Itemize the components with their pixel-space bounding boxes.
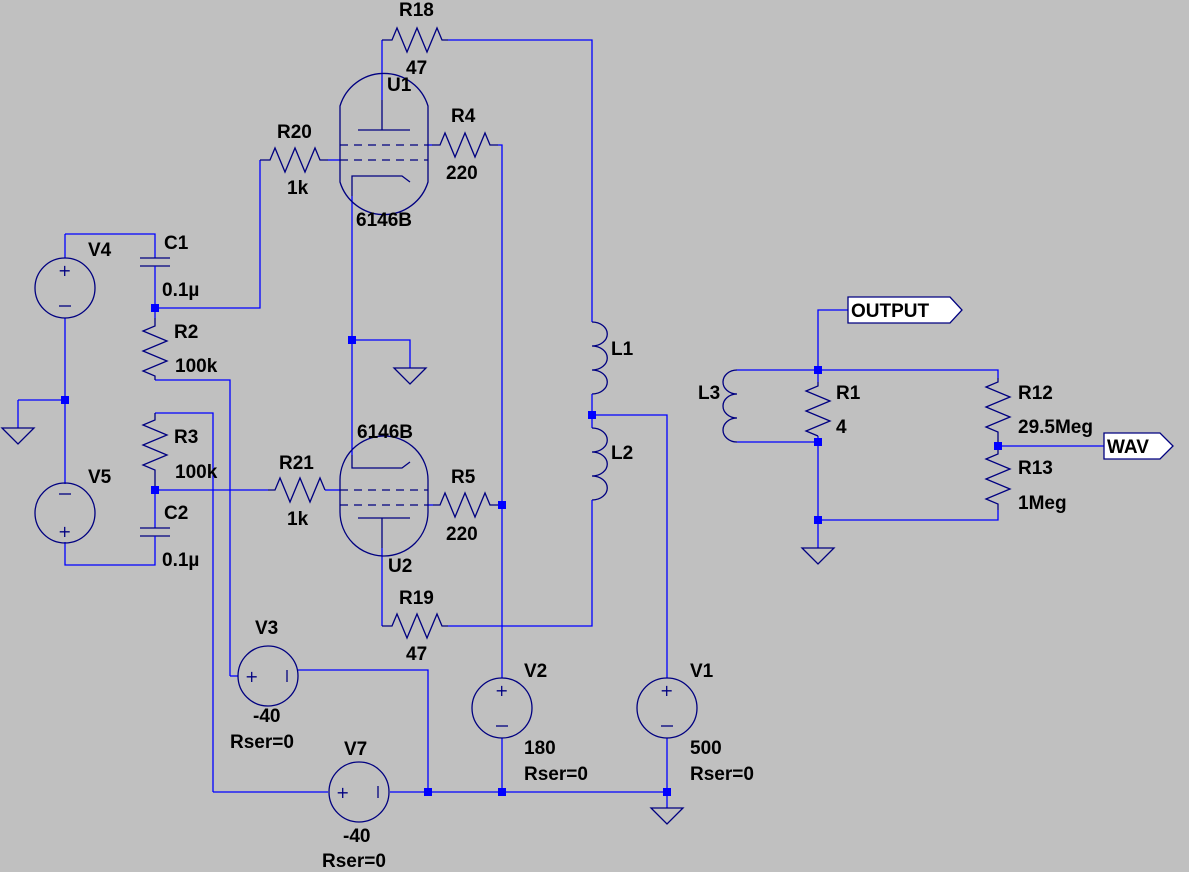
- v3-value: -40: [253, 706, 280, 727]
- output-label-text: OUTPUT: [851, 301, 930, 322]
- ground-icon: [800, 547, 836, 565]
- inductor-l3: [722, 369, 738, 443]
- voltage-source-v2: +: [471, 677, 533, 739]
- inductor-l2: [591, 427, 608, 502]
- r20-value: 1k: [287, 178, 309, 199]
- r19-name: R19: [399, 588, 434, 609]
- r2-name: R2: [174, 322, 198, 343]
- resistor-r4: [432, 131, 498, 159]
- r19-value: 47: [406, 644, 427, 665]
- u2-name: U2: [388, 556, 412, 577]
- r5-value: 220: [446, 524, 478, 545]
- ground-icon: [392, 367, 428, 385]
- resistor-r5: [433, 491, 502, 519]
- wav-label-text: WAV: [1107, 437, 1149, 458]
- r20-name: R20: [277, 122, 312, 143]
- resistor-r12: [984, 378, 1012, 446]
- wav-net-label: WAV: [1103, 432, 1174, 460]
- component-labels: R18 47 U1 R4 220 R20 1k 6146B C1 0.1µ V4…: [88, 0, 1093, 872]
- resistor-r18: [382, 26, 448, 54]
- output-net-label: OUTPUT: [847, 296, 963, 324]
- voltage-source-v3: +: [237, 645, 299, 707]
- r3-name: R3: [174, 427, 198, 448]
- voltage-source-v1: +: [636, 677, 698, 739]
- capacitor-c1: [140, 252, 170, 270]
- junction-nodes: [61, 304, 1002, 796]
- r13-name: R13: [1018, 458, 1053, 479]
- voltage-source-v5: +: [34, 482, 96, 544]
- r21-value: 1k: [287, 509, 309, 530]
- r21-name: R21: [279, 453, 314, 474]
- r3-value: 100k: [175, 462, 218, 483]
- l3-name: L3: [698, 383, 720, 404]
- svg-text:+: +: [58, 261, 71, 280]
- u1-name: U1: [387, 75, 412, 96]
- v1-rser: Rser=0: [690, 764, 754, 785]
- ground-icon: [649, 807, 685, 825]
- svg-text:+: +: [336, 783, 349, 802]
- u2-value: 6146B: [357, 422, 413, 443]
- inductor-l1: [591, 321, 608, 395]
- resistor-r13: [984, 446, 1012, 510]
- c2-value: 0.1µ: [162, 550, 199, 571]
- r4-value: 220: [446, 163, 478, 184]
- resistor-r3: [141, 413, 169, 490]
- r18-name: R18: [399, 0, 434, 21]
- v3-rser: Rser=0: [230, 732, 294, 753]
- r1-value: 4: [836, 417, 847, 438]
- r12-name: R12: [1018, 383, 1053, 404]
- resistor-r2: [141, 318, 169, 380]
- v7-name: V7: [344, 739, 367, 760]
- v3-name: V3: [255, 618, 278, 639]
- resistor-r19: [382, 612, 448, 640]
- v1-name: V1: [690, 661, 714, 682]
- wires: [17, 39, 1106, 808]
- c2-name: C2: [164, 503, 188, 524]
- r13-value: 1Meg: [1018, 493, 1067, 514]
- v2-value: 180: [524, 738, 556, 759]
- r2-value: 100k: [175, 356, 218, 377]
- v7-rser: Rser=0: [322, 851, 386, 872]
- svg-text:+: +: [58, 522, 71, 541]
- r1-name: R1: [836, 383, 861, 404]
- v7-value: -40: [343, 826, 370, 847]
- voltage-source-v7: +: [328, 761, 390, 823]
- c1-name: C1: [164, 233, 189, 254]
- r5-name: R5: [451, 467, 476, 488]
- resistor-r1: [804, 382, 832, 437]
- resistor-r21: [268, 476, 326, 504]
- c1-value: 0.1µ: [162, 280, 199, 301]
- l2-name: L2: [611, 443, 633, 464]
- r12-value: 29.5Meg: [1018, 417, 1093, 438]
- v1-value: 500: [690, 738, 722, 759]
- v2-rser: Rser=0: [524, 764, 588, 785]
- v4-name: V4: [88, 240, 112, 261]
- v5-name: V5: [88, 467, 112, 488]
- r4-name: R4: [451, 106, 476, 127]
- tube-u1: [339, 72, 429, 216]
- l1-name: L1: [611, 339, 634, 360]
- ground-icon: [0, 427, 36, 445]
- tube-u2: [339, 435, 429, 557]
- v2-name: V2: [524, 661, 547, 682]
- capacitor-c2: [140, 527, 170, 546]
- svg-text:+: +: [660, 681, 673, 700]
- svg-text:+: +: [495, 681, 508, 700]
- voltage-source-v4: +: [34, 257, 96, 319]
- r18-value: 47: [406, 58, 427, 79]
- svg-text:+: +: [245, 667, 258, 686]
- u1-value: 6146B: [356, 210, 412, 231]
- resistor-r20: [260, 146, 328, 174]
